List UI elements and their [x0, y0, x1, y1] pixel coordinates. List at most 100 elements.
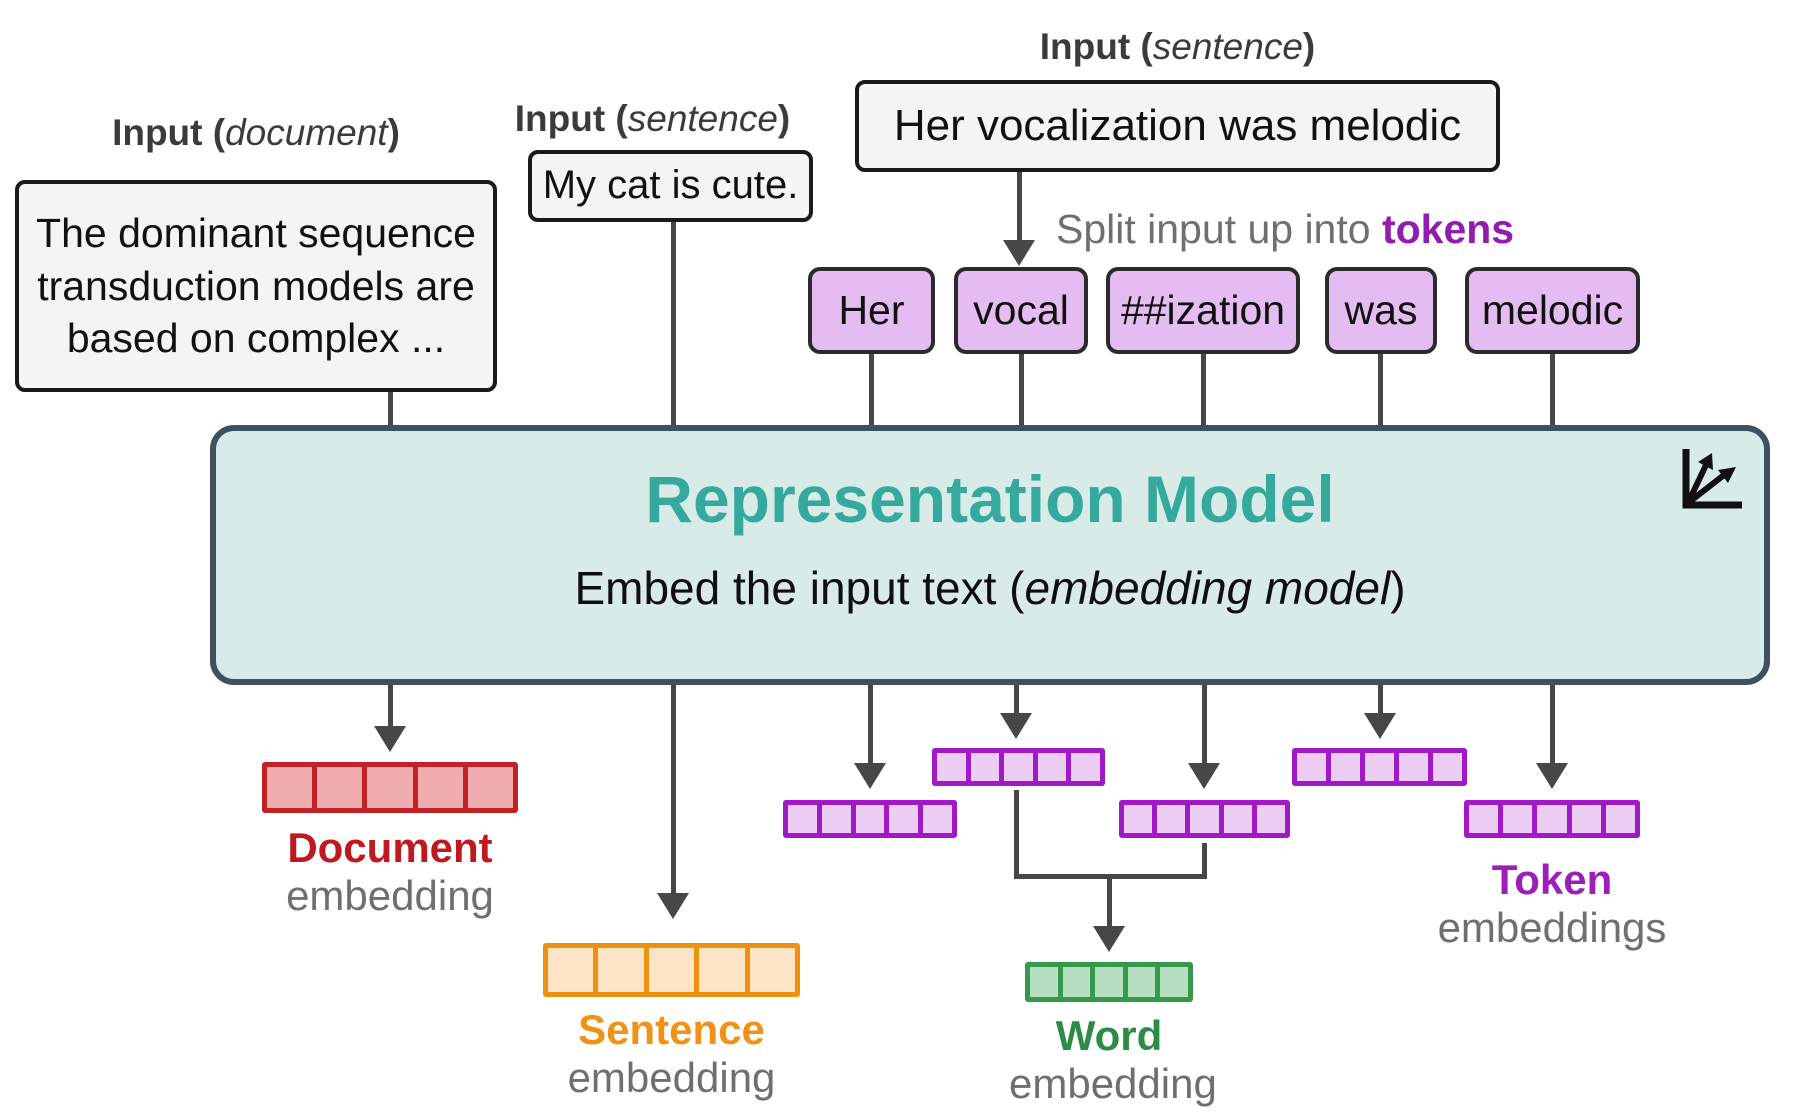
vector-cell	[699, 948, 745, 992]
sentence-output-arrow-head	[657, 893, 689, 919]
vector-cell	[923, 805, 952, 833]
split-note-tokens: tokens	[1381, 206, 1515, 252]
token-output-arrow-line	[868, 685, 873, 767]
model-subtitle-text: )	[1390, 562, 1406, 614]
bracket-right-line	[1202, 843, 1207, 879]
token-output-arrow-head	[1364, 713, 1396, 739]
token-box-melodic: melodic	[1465, 267, 1640, 354]
token-output-arrow-line	[1202, 685, 1207, 767]
vector-cell	[937, 753, 966, 781]
document-embedding-vector	[262, 762, 518, 813]
document-embedding-title: Document	[287, 824, 493, 871]
split-note-text: Split input up into	[1056, 206, 1382, 252]
representation-model-box: Representation Model Embed the input tex…	[210, 425, 1770, 685]
vector-cell	[317, 767, 363, 808]
input-sentence-mid-text: My cat is cute.	[542, 163, 799, 208]
vector-cell	[1331, 753, 1360, 781]
split-note: Split input up into tokens	[1056, 206, 1514, 253]
input-sentence-mid-label: Input (sentence)	[480, 98, 825, 140]
tokenize-arrow-head	[1003, 240, 1035, 266]
vector-cell	[1537, 805, 1567, 833]
token-box-was: was	[1325, 267, 1437, 354]
label-bold: Input (	[1039, 26, 1153, 67]
vector-cell	[1071, 753, 1100, 781]
input-sentence-right-text: Her vocalization was melodic	[893, 100, 1462, 150]
vector-cell	[855, 805, 885, 833]
word-embedding-title: Word	[1055, 1012, 1163, 1059]
vector-cell	[1160, 967, 1188, 997]
vector-cell	[821, 805, 851, 833]
vector-cell	[648, 948, 695, 992]
word-embedding-vector	[1025, 962, 1193, 1002]
vector-cell	[1223, 805, 1252, 833]
token-output-arrow-head	[854, 763, 886, 789]
vector-cell	[1127, 967, 1156, 997]
token-embedding-vector	[1292, 748, 1467, 786]
label-italic: document	[225, 112, 388, 153]
vector-cell	[788, 805, 817, 833]
vector-cell	[889, 805, 919, 833]
token-output-arrow-line	[1378, 685, 1383, 717]
token-connector-line	[1378, 354, 1383, 425]
label-italic: sentence	[627, 98, 778, 139]
sentence-output-arrow-line	[671, 685, 676, 897]
model-subtitle-em: embedding model	[1024, 562, 1391, 614]
token-embedding-vector	[783, 800, 957, 838]
label-bold: Input (	[112, 112, 226, 153]
token-embedding-vector	[1464, 800, 1640, 838]
vector-cell	[1469, 805, 1499, 833]
document-embedding-subtitle: embedding	[286, 872, 494, 919]
vector-cell	[598, 948, 644, 992]
model-title: Representation Model	[645, 462, 1335, 536]
bracket-left-line	[1014, 790, 1019, 877]
token-output-arrow-head	[1000, 713, 1032, 739]
label-bold: )	[1302, 26, 1316, 67]
sentence-connector-line	[671, 222, 676, 425]
vector-cell	[1605, 805, 1636, 833]
word-arrow-line	[1107, 874, 1112, 930]
vector-cell	[417, 767, 463, 808]
token-box-vocal: vocal	[954, 267, 1088, 354]
document-output-arrow-line	[388, 685, 393, 730]
input-document-label: Input (document)	[15, 112, 497, 154]
token-connector-line	[1019, 354, 1024, 425]
vector-cell	[1095, 967, 1123, 997]
token-box-ization: ##ization	[1106, 267, 1300, 354]
token-output-arrow-line	[1550, 685, 1555, 767]
vector-cell	[1503, 805, 1533, 833]
vector-cell	[1037, 753, 1067, 781]
tokenize-arrow-line	[1017, 172, 1022, 242]
vector-cell	[1433, 753, 1462, 781]
sentence-embedding-subtitle: embedding	[567, 1054, 776, 1101]
vector-cell	[1190, 805, 1219, 833]
vector-cell	[970, 753, 1000, 781]
input-sentence-mid-box: My cat is cute.	[528, 150, 813, 222]
token-connector-line	[869, 354, 874, 425]
label-bold: Input (	[514, 98, 628, 139]
sentence-embedding-title: Sentence	[578, 1006, 765, 1053]
vector-cell	[1399, 753, 1428, 781]
input-sentence-right-box: Her vocalization was melodic	[855, 80, 1500, 172]
vector-cell	[1004, 753, 1033, 781]
token-embedding-subtitle: embeddings	[1437, 904, 1667, 951]
vector-cell	[1157, 805, 1186, 833]
token-connector-line	[1201, 354, 1206, 425]
vector-cell	[749, 948, 796, 992]
token-output-arrow-line	[1014, 685, 1019, 717]
token-embedding-vector	[1119, 800, 1290, 838]
sentence-embedding-vector	[543, 943, 800, 997]
vector-cell	[1062, 967, 1091, 997]
vector-cell	[1124, 805, 1153, 833]
vector-cell	[1256, 805, 1286, 833]
vector-axes-icon	[1682, 449, 1742, 509]
vector-cell	[1571, 805, 1601, 833]
word-arrow-head	[1093, 926, 1125, 952]
label-bold: )	[387, 112, 400, 153]
token-output-arrow-head	[1188, 763, 1220, 789]
vector-cell	[367, 767, 413, 808]
vector-cell	[548, 948, 594, 992]
vector-cell	[1297, 753, 1326, 781]
vector-cell	[467, 767, 514, 808]
document-output-arrow-head	[374, 726, 406, 752]
label-bold: )	[777, 98, 791, 139]
